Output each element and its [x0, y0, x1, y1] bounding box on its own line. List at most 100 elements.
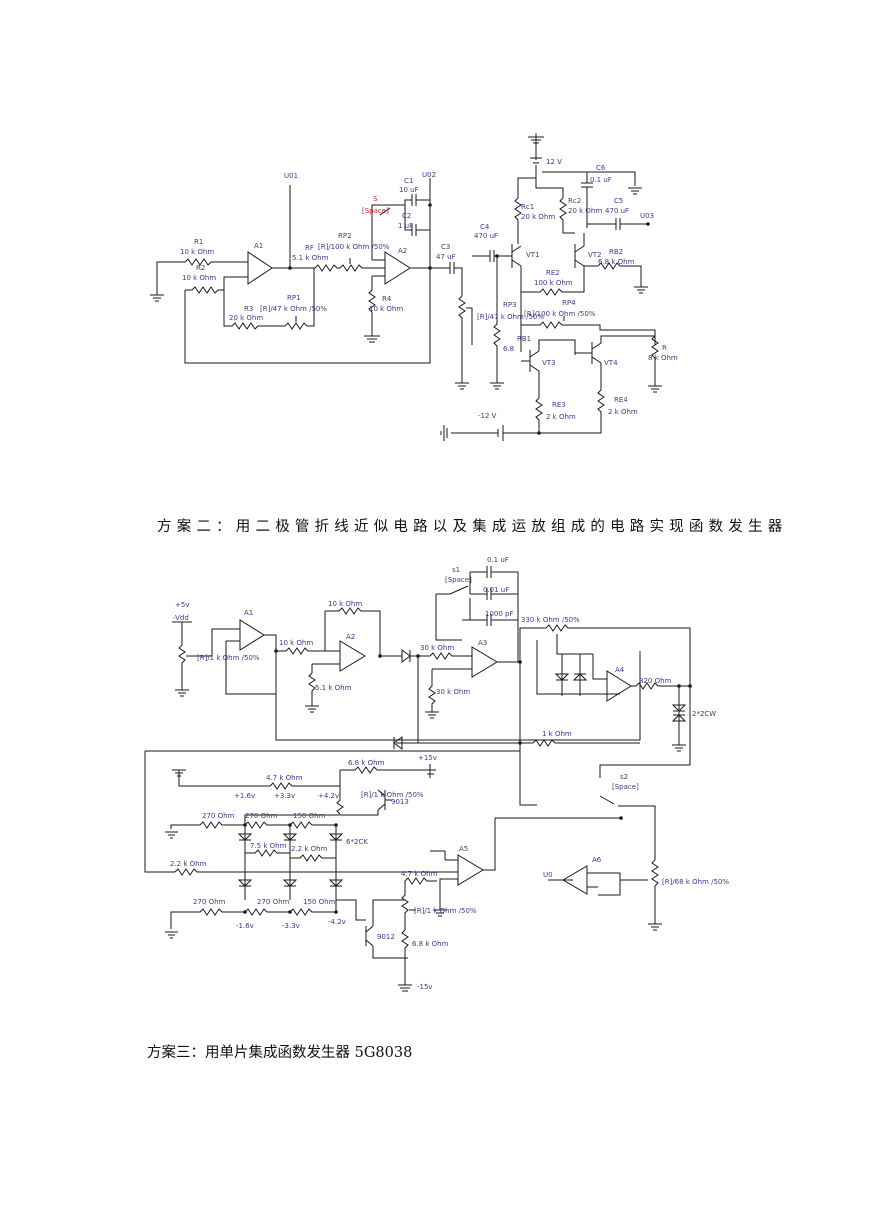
c5-label: C5 — [614, 197, 623, 205]
v5-label: +5v — [175, 601, 189, 609]
m16-label: -1.6v — [236, 922, 254, 930]
r22b-label: 2.2 k Ohm — [170, 860, 207, 868]
rc2-label: Rc2 — [568, 197, 581, 205]
rc2-value: 20 k Ohm — [568, 207, 602, 215]
caption-scheme3: 方案三：用单片集成函数发生器 5G8038 — [147, 1045, 413, 1061]
m42-label: -4.2v — [328, 918, 346, 926]
r1k-label: 1 k Ohm — [542, 730, 572, 738]
pot1b-label: [R]/1 k Ohm /50% — [361, 791, 424, 799]
c001-label: 0.01 uF — [483, 586, 509, 594]
r3-value: 20 k Ohm — [229, 314, 263, 322]
c6-label: C6 — [596, 164, 606, 172]
q9012-label: 9012 — [377, 933, 395, 941]
r4-label: R4 — [382, 295, 392, 303]
rb2-label: RB2 — [609, 248, 623, 256]
c1000-label: 1000 pF — [485, 610, 514, 618]
rp3-label: RP3 — [503, 301, 517, 309]
c1-label: C1 — [404, 177, 413, 185]
c1-value: 10 uF — [399, 186, 419, 194]
rp4-value: [R]/100 k Ohm /50% — [524, 310, 596, 318]
r2-label: R2 — [196, 264, 205, 272]
r270d-label: 270 Ohm — [257, 898, 290, 906]
vt2-label: VT2 — [588, 251, 602, 259]
m33-label: -3.3v — [282, 922, 300, 930]
r150b-label: 150 Ohm — [303, 898, 336, 906]
vm12-label: -12 V — [478, 412, 497, 420]
re2-value: 100 k Ohm — [534, 279, 573, 287]
r68kb-label: 6.8 k Ohm — [412, 940, 449, 948]
r-value: 8 k Ohm — [648, 354, 678, 362]
v15-label: +15v — [418, 754, 437, 762]
r10k-top-label: 10 k Ohm — [328, 600, 362, 608]
r30k-b-label: 30 k Ohm — [436, 688, 470, 696]
space1-label: [Space] — [445, 576, 472, 584]
rf-value: 5.1 k Ohm — [292, 254, 329, 262]
a1-label: A1 — [244, 609, 253, 617]
rp2-value: [R]/100 k Ohm /50% — [318, 243, 390, 251]
r47kb-label: 4.7 k Ohm — [401, 870, 438, 878]
r2-value: 10 k Ohm — [182, 274, 216, 282]
r150-label: 150 Ohm — [293, 812, 326, 820]
a3-label: A3 — [478, 639, 487, 647]
r270c-label: 270 Ohm — [193, 898, 226, 906]
rc1-label: Rc1 — [521, 203, 534, 211]
p33-label: +3.3v — [274, 792, 295, 800]
r75-label: 7.5 k Ohm — [250, 842, 287, 850]
schematic-scheme1: R1 10 k Ohm R2 10 k Ohm A1 U01 R3 20 k O… — [150, 133, 678, 441]
q9013-label: 9013 — [391, 798, 409, 806]
r30k-a-label: 30 k Ohm — [420, 644, 454, 652]
vt4-label: VT4 — [604, 359, 618, 367]
r1-value: 10 k Ohm — [180, 248, 214, 256]
re3-label: RE3 — [552, 401, 566, 409]
a2-label: A2 — [398, 247, 407, 255]
u0-label: U0 — [543, 871, 553, 879]
u03-label: U03 — [640, 212, 654, 220]
r3-label: R3 — [244, 305, 253, 313]
a5-label: A5 — [459, 845, 468, 853]
c5-value: 470 uF — [605, 207, 629, 215]
rb1-value: 6.8 — [503, 345, 514, 353]
a1-label: A1 — [254, 242, 263, 250]
re4-label: RE4 — [614, 396, 628, 404]
r-label: R — [662, 344, 667, 352]
v12-label: 12 V — [546, 158, 562, 166]
s1-label: s1 — [452, 566, 460, 574]
c3-label: C3 — [441, 243, 450, 251]
schematic-scheme2: +5v -Vdd [R]/1 k Ohm /50% A1 10 k Ohm A2… — [144, 556, 729, 992]
r270b-label: 270 Ohm — [245, 812, 278, 820]
c4-value: 470 uF — [474, 232, 498, 240]
rp1-label: RP1 — [287, 294, 301, 302]
r68k-label: 6.8 k Ohm — [348, 759, 385, 767]
rp1-value: [R]/47 k Ohm /50% — [260, 305, 327, 313]
pot1-label: [R]/1 k Ohm /50% — [197, 654, 260, 662]
vt1-label: VT1 — [526, 251, 540, 259]
r270a-label: 270 Ohm — [202, 812, 235, 820]
u02-label: U02 — [422, 171, 436, 179]
re2-label: RE2 — [546, 269, 560, 277]
dck-label: 6*2CK — [346, 838, 368, 846]
pot68-label: [R]/68 k Ohm /50% — [662, 878, 729, 886]
re3-value: 2 k Ohm — [546, 413, 576, 421]
rp3-value: [R]/47 k Ohm /50% — [477, 313, 544, 321]
vt3-label: VT3 — [542, 359, 556, 367]
c2-value: 1 uF — [398, 222, 413, 230]
switch-s-label: S — [373, 195, 378, 203]
c3-value: 47 uF — [436, 253, 456, 261]
r47k-label: 4.7 k Ohm — [266, 774, 303, 782]
c6-value: 0.1 uF — [590, 176, 612, 184]
rc1-value: 20 k Ohm — [521, 213, 555, 221]
a4-label: A4 — [615, 666, 625, 674]
a2-label: A2 — [346, 633, 355, 641]
a6-label: A6 — [592, 856, 602, 864]
r1-label: R1 — [194, 238, 203, 246]
space2-label: [Space] — [612, 783, 639, 791]
pot330-label: 330 k Ohm /50% — [521, 616, 580, 624]
caption-scheme2: 方案二：用二极管折线近似电路以及集成运放组成的电路实现函数发生器 — [157, 519, 788, 535]
p16-label: +1.6v — [234, 792, 255, 800]
r820-label: 820 Ohm — [639, 677, 672, 685]
re4-value: 2 k Ohm — [608, 408, 638, 416]
rp4-label: RP4 — [562, 299, 576, 307]
u01-label: U01 — [284, 172, 298, 180]
p42-label: +4.2v — [318, 792, 339, 800]
r22a-label: 2.2 k Ohm — [291, 845, 328, 853]
